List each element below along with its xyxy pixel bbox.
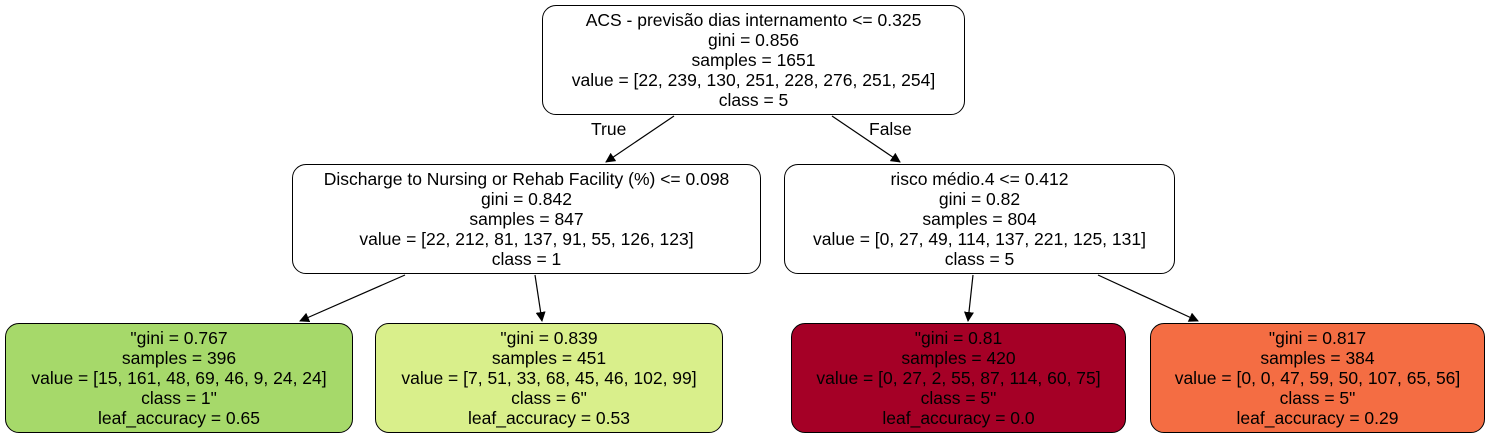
leaf-3-accuracy: leaf_accuracy = 0.0 xyxy=(882,408,1035,428)
edge-right-leaf2 xyxy=(1097,274,1199,322)
root-node: ACS - previsão dias internamento <= 0.32… xyxy=(542,5,965,115)
leaf-1-accuracy: leaf_accuracy = 0.65 xyxy=(98,408,260,428)
edge-root-left xyxy=(605,115,675,163)
leaf-1-gini: "gini = 0.767 xyxy=(130,328,228,348)
edge-label-true: True xyxy=(591,119,627,139)
left-split-value: value = [22, 212, 81, 137, 91, 55, 126, … xyxy=(359,229,694,249)
leaf-2-accuracy: leaf_accuracy = 0.53 xyxy=(468,408,630,428)
left-split-samples: samples = 847 xyxy=(469,209,584,229)
right-split-samples: samples = 804 xyxy=(922,209,1037,229)
right-split-node: risco médio.4 <= 0.412 gini = 0.82 sampl… xyxy=(784,164,1175,274)
left-split-gini: gini = 0.842 xyxy=(481,189,572,209)
left-split-condition: Discharge to Nursing or Rehab Facility (… xyxy=(323,169,730,189)
leaf-node-3: "gini = 0.81 samples = 420 value = [0, 2… xyxy=(791,323,1126,433)
edge-right-leaf1 xyxy=(964,274,974,322)
leaf-3-value: value = [0, 27, 2, 55, 87, 114, 60, 75] xyxy=(816,368,1101,388)
edge-label-false: False xyxy=(869,119,912,139)
leaf-2-samples: samples = 451 xyxy=(491,348,607,368)
leaf-1-class: class = 1" xyxy=(141,388,217,408)
right-split-class: class = 5 xyxy=(944,249,1015,269)
right-split-value: value = [0, 27, 49, 114, 137, 221, 125, … xyxy=(813,229,1146,249)
right-split-gini: gini = 0.82 xyxy=(938,189,1021,209)
root-node-class: class = 5 xyxy=(718,90,789,110)
edge-left-leaf2 xyxy=(534,274,546,322)
leaf-2-value: value = [7, 51, 33, 68, 45, 46, 102, 99] xyxy=(401,368,697,388)
right-split-condition: risco médio.4 <= 0.412 xyxy=(890,169,1069,189)
leaf-2-class: class = 6" xyxy=(511,388,587,408)
leaf-node-1: "gini = 0.767 samples = 396 value = [15,… xyxy=(5,323,353,433)
leaf-1-value: value = [15, 161, 48, 69, 46, 9, 24, 24] xyxy=(31,368,327,388)
edge-left-leaf1 xyxy=(299,274,406,322)
edge-root-right xyxy=(831,115,901,163)
root-node-condition: ACS - previsão dias internamento <= 0.32… xyxy=(585,10,922,30)
leaf-4-samples: samples = 384 xyxy=(1260,348,1375,368)
leaf-2-gini: "gini = 0.839 xyxy=(500,328,598,348)
leaf-node-4: "gini = 0.817 samples = 384 value = [0, … xyxy=(1150,323,1485,433)
leaf-3-class: class = 5" xyxy=(920,388,997,408)
leaf-3-gini: "gini = 0.81 xyxy=(914,328,1003,348)
leaf-4-class: class = 5" xyxy=(1279,388,1356,408)
leaf-4-gini: "gini = 0.817 xyxy=(1268,328,1367,348)
left-split-class: class = 1 xyxy=(491,249,562,269)
leaf-node-2: "gini = 0.839 samples = 451 value = [7, … xyxy=(375,323,723,433)
left-split-node: Discharge to Nursing or Rehab Facility (… xyxy=(292,164,761,274)
root-node-value: value = [22, 239, 130, 251, 228, 276, 25… xyxy=(571,70,936,90)
root-node-samples: samples = 1651 xyxy=(691,50,816,70)
leaf-3-samples: samples = 420 xyxy=(901,348,1016,368)
leaf-4-value: value = [0, 0, 47, 59, 50, 107, 65, 56] xyxy=(1174,368,1461,388)
leaf-1-samples: samples = 396 xyxy=(121,348,237,368)
leaf-4-accuracy: leaf_accuracy = 0.29 xyxy=(1236,408,1399,428)
root-node-gini: gini = 0.856 xyxy=(708,30,799,50)
